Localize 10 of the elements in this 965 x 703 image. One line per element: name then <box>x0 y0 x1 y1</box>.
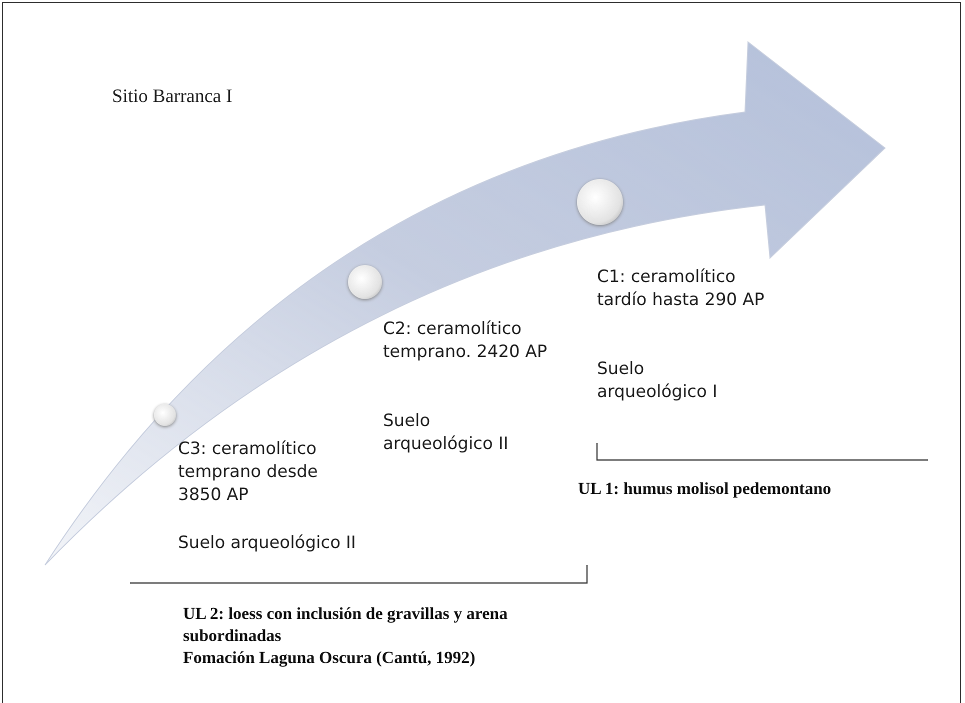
period-text: C2: ceramolítico temprano. 2420 AP <box>383 318 548 364</box>
layer-label: Fomación Laguna Oscura (Cantú, 1992) <box>183 647 476 669</box>
soil-text: Suelo arqueológico I <box>597 358 718 404</box>
layer-label: UL 2: loess con inclusión de gravillas y arena subordinadas <box>183 603 509 647</box>
layer-label: UL 1: humus molisol pedemontano <box>578 478 832 500</box>
period-text: C3: ceramolítico temprano desde 3850 AP <box>178 438 319 507</box>
period-text: C1: ceramolítico tardío hasta 290 AP <box>597 266 766 312</box>
soil-text: Suelo arqueológico II <box>383 410 510 456</box>
diagram-title: Sitio Barranca I <box>112 86 232 108</box>
soil-text: Suelo arqueológico II <box>178 532 357 555</box>
